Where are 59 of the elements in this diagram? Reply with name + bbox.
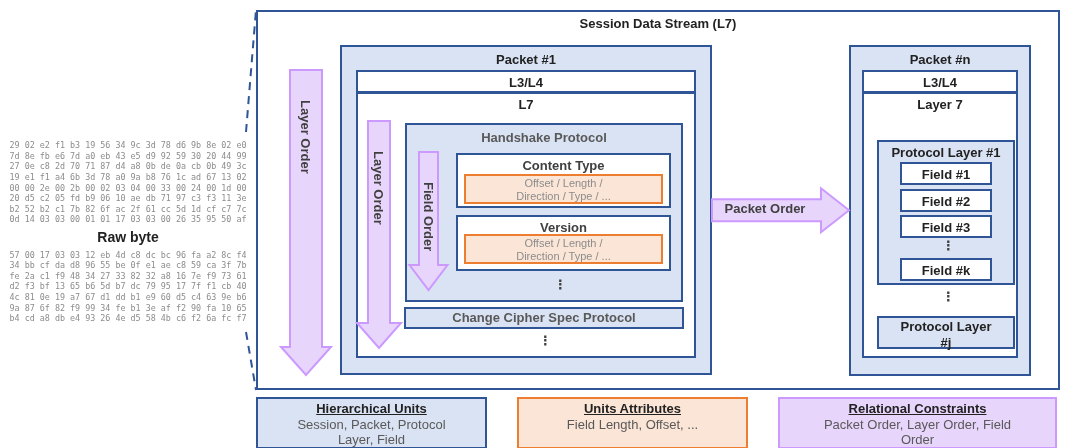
connector-line [245,9,257,133]
legend-heading: Hierarchical Units [316,401,427,417]
packet-box [849,45,1031,376]
box-title: Handshake Protocol [481,130,607,146]
box-title: Layer 7 [917,97,963,113]
legend-description: Packet Order, Layer Order, Field Order [822,416,1013,448]
legend-description: Field Length, Offset, ... [565,416,700,433]
ellipsis-mark: ⋮ [942,289,955,304]
box-title: L3/L4 [923,75,957,91]
connector-line [245,331,257,391]
legend-box [778,397,1057,448]
session-box [256,10,1060,390]
field-box [456,215,671,271]
box-title: Protocol Layer #1 [891,145,1001,161]
box-title: Protocol Layer #j [899,319,993,351]
box-title: Packet #n [909,52,971,68]
ellipsis-mark: ⋮ [539,333,552,348]
field-box [900,189,992,212]
attribute-box [464,174,663,204]
box-title: Packet #1 [496,52,556,68]
direction-label: Field Order [420,182,436,252]
box-title: L3/L4 [509,75,543,91]
field-box [900,258,992,281]
direction-label: Layer Order [371,151,386,225]
attribute-text: Offset / Length / Direction / Type / ... [515,177,612,204]
box-title: Change Cipher Spec Protocol [452,310,636,326]
box-title: Content Type [522,158,605,174]
direction-label: Layer Order [298,100,313,174]
ellipsis-mark: ⋮ [942,238,955,253]
box-title: Version [540,220,587,236]
layer-box [862,70,1018,93]
attribute-box [464,234,663,264]
legend-description: Session, Packet, Protocol Layer, Field [296,416,447,448]
layer-box [356,92,696,358]
attribute-text: Offset / Length / Direction / Type / ... [515,237,612,264]
box-title: Field #3 [921,220,971,236]
box-title: L7 [518,97,534,113]
ellipsis-mark: ⋮ [554,277,567,292]
layer-box [356,70,696,93]
protocol-box [877,316,1015,349]
box-title: Field #k [921,263,971,279]
protocol-box [405,123,683,302]
box-title: Session Data Stream (L7) [579,16,737,32]
field-box [900,162,992,185]
legend-box [517,397,748,448]
hex-dump-text: 29 02 e2 f1 b3 19 56 34 9c 3d 78 d6 9b 8e 02 e0 7d 8e fb e6 7d a0 eb 43 e5 d9 92 59 30 20 44 99 27 0e c8 2d 70 71 87 d4 a8 0b de 0a cb 0b 49 3c 19 e1 f1 a4 6b 3d 78 a0 9a b8 76 1c ad 67 13 02 00 00 2e 00 2b 00 02 03 04 00 33 00 24 00 1d 00 20 d5 c2 05 fd b9 06 10 ae db 71 97 c3 f3 11 3e b2 52 b2 c1 7b 82 6f ac 2f 61 cc 5d 1d cf c7 7c 0d 14 03 03 00 01 01 17 03 03 00 26 35 95 50 af [9,140,247,225]
packet-box [340,45,712,375]
protocol-box [404,307,684,329]
box-title: Field #2 [921,194,971,210]
panel-title: Raw byte [97,227,159,247]
protocol-box [877,140,1015,285]
box-title: Field #1 [921,167,971,183]
legend-box [256,397,487,448]
hex-dump-text: 57 00 17 03 03 12 eb 4d c8 dc bc 96 fa a2 8c f4 34 bb cf da d8 96 55 be 0f e1 ae c8 59 ca 3f 7b fe 2a c1 f9 48 34 27 33 82 32 a8 16 7e f9 73 61 d2 f3 bf 13 65 b6 5d b7 dc 79 95 17 7f f1 cb 40 4c 81 0e 19 a7 67 d1 dd b1 e9 60 d5 c4 63 9e b6 9a 87 6f 82 f9 99 34 fe b1 3e af f2 90 fa 10 65 b4 cd a8 db e4 93 26 4e d5 58 4b c6 f2 6a fc f7 [9,249,247,324]
field-box [900,215,992,238]
legend-heading: Relational Constraints [848,401,987,417]
layer-box [862,92,1018,358]
field-box [456,153,671,208]
legend-heading: Units Attributes [584,401,681,417]
